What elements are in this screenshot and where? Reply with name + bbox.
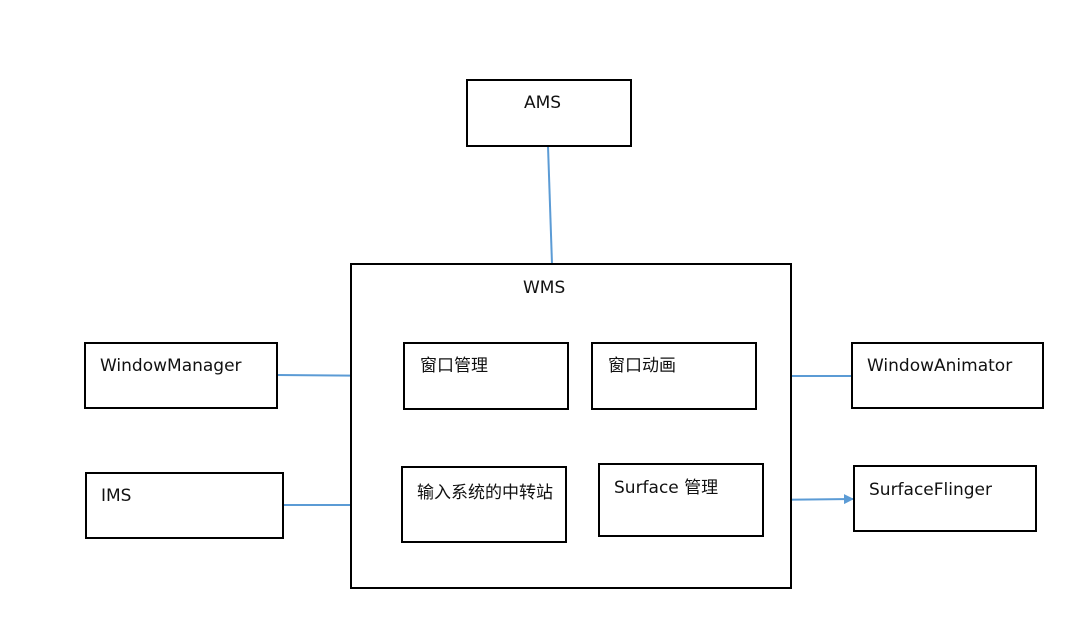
input-relay-node bbox=[401, 466, 567, 543]
windowanimator-node bbox=[851, 342, 1044, 409]
surface-management-label: Surface 管理 bbox=[614, 478, 719, 498]
ams-label: AMS bbox=[524, 93, 562, 113]
windowmanager-node bbox=[84, 342, 278, 409]
edge-ams-wms bbox=[547, 145, 553, 265]
wms-label: WMS bbox=[523, 278, 566, 298]
window-management-node bbox=[403, 342, 569, 410]
ams-node bbox=[466, 79, 632, 147]
surfaceflinger-label: SurfaceFlinger bbox=[869, 480, 993, 500]
surfaceflinger-node bbox=[853, 465, 1037, 532]
ims-label: IMS bbox=[101, 486, 132, 506]
windowanimator-label: WindowAnimator bbox=[867, 356, 1013, 376]
input-relay-label: 输入系统的中转站 bbox=[417, 483, 553, 503]
windowmanager-label: WindowManager bbox=[100, 356, 242, 376]
window-animation-label: 窗口动画 bbox=[608, 356, 676, 376]
window-animation-node bbox=[591, 342, 757, 410]
ims-node bbox=[85, 472, 284, 539]
window-management-label: 窗口管理 bbox=[420, 356, 488, 376]
surface-management-node bbox=[598, 463, 764, 537]
